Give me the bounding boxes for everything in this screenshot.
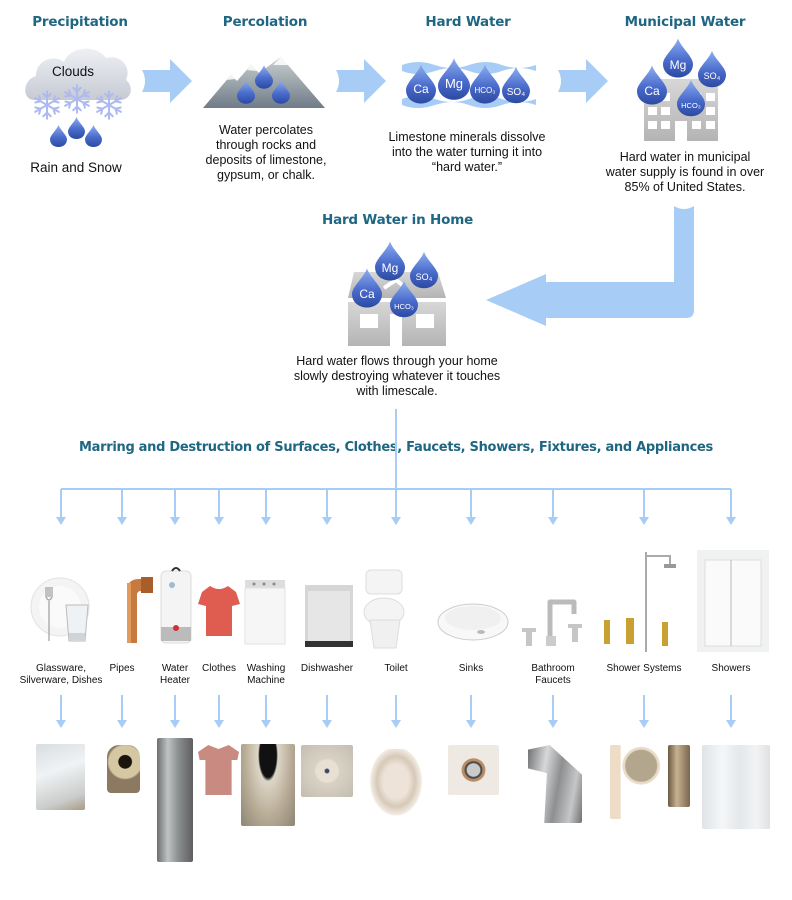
branch-arrow-head-icon <box>391 517 401 525</box>
branch-arrow-head-icon <box>261 517 271 525</box>
item-label: Sinks <box>458 663 484 674</box>
mineral-drop-mg: Mg <box>663 38 693 78</box>
item-label: Dishwasher <box>300 663 354 674</box>
cloud-rain-snow-icon <box>25 48 131 148</box>
clouds-label: Clouds <box>51 64 95 79</box>
mineral-label: SO₄ <box>507 87 526 98</box>
mineral-label: HCO₃ <box>474 86 495 95</box>
cloud-icon <box>25 48 131 100</box>
damage-arrow-head-icon <box>639 720 649 728</box>
svg-text:Mg: Mg <box>670 58 687 72</box>
branch-arrow-head-icon <box>466 517 476 525</box>
mineral-drop-hco3: HCO₃ <box>390 280 418 318</box>
elbow-arrow-icon <box>486 206 694 326</box>
damage-arrow-head-icon <box>726 720 736 728</box>
damage-arrow-head-icon <box>170 720 180 728</box>
damage-arrow-head-icon <box>117 720 127 728</box>
branch-arrow-head-icon <box>639 517 649 525</box>
branch-arrow-head-icon <box>56 517 66 525</box>
stage-title-hard-water-home: Hard Water in Home <box>321 212 474 228</box>
stage-title-hard-water: Hard Water <box>425 14 511 30</box>
mineral-drop-mg: Mg <box>438 58 470 100</box>
branch-arrow-head-icon <box>726 517 736 525</box>
mineral-drop-so4: SO₄ <box>410 251 438 289</box>
hard-water-caption: Limestone minerals dissolve into the wat… <box>388 130 546 174</box>
svg-text:Ca: Ca <box>644 84 660 98</box>
wave-icon <box>402 62 536 74</box>
mineral-drop-ca: Ca <box>406 64 436 104</box>
item-label: Pipes <box>109 663 135 674</box>
mineral-label: Mg <box>445 76 463 91</box>
svg-text:SO₄: SO₄ <box>704 71 721 81</box>
stage-title-precipitation: Precipitation <box>32 14 128 30</box>
damage-arrow-head-icon <box>466 720 476 728</box>
item-label: Clothes <box>202 663 236 674</box>
municipal-water-icon: Mg SO₄ Ca HCO₃ <box>637 38 726 141</box>
wave-icon <box>402 96 536 108</box>
item-label: Washing Machine <box>246 663 286 686</box>
damage-arrow-head-icon <box>214 720 224 728</box>
item-label: Showers <box>711 663 751 674</box>
mineral-drop-ca: Ca <box>352 268 382 308</box>
item-label: Water Heater <box>159 663 190 686</box>
item-label: Glassware, Silverware, Dishes <box>19 663 103 686</box>
stage-title-percolation: Percolation <box>222 14 308 30</box>
mineral-drop-mg: Mg <box>375 241 405 281</box>
svg-text:SO₄: SO₄ <box>416 272 433 282</box>
branch-arrow-head-icon <box>117 517 127 525</box>
mountain-icon <box>203 57 325 108</box>
mineral-label: Ca <box>413 82 429 96</box>
municipal-water-caption: Hard water in municipal water supply is … <box>605 150 765 194</box>
branch-arrow-head-icon <box>548 517 558 525</box>
mineral-drop-ca: Ca <box>637 65 667 105</box>
precipitation-caption: Rain and Snow <box>30 160 122 175</box>
mineral-drop-so4: SO₄ <box>698 50 726 88</box>
percolation-caption: Water percolates through rocks and depos… <box>205 123 327 182</box>
svg-text:HCO₃: HCO₃ <box>681 101 701 110</box>
svg-text:Mg: Mg <box>382 261 399 275</box>
branch-arrow-head-icon <box>322 517 332 525</box>
branch-arrow-head-icon <box>170 517 180 525</box>
mineral-drop-hco3: HCO₃ <box>677 79 705 117</box>
mineral-drop-hco3: HCO₃ <box>470 64 500 104</box>
svg-text:Ca: Ca <box>359 287 375 301</box>
hard-water-home-caption: Hard water flows through your home slowl… <box>293 354 501 398</box>
svg-text:HCO₃: HCO₃ <box>394 302 414 311</box>
hard-water-icon: Ca Mg HCO₃ SO₄ <box>402 58 536 108</box>
damage-arrow-head-icon <box>322 720 332 728</box>
item-label: Toilet <box>384 663 408 674</box>
home-icon: Mg SO₄ Ca HCO₃ <box>348 241 446 346</box>
damage-arrow-head-icon <box>56 720 66 728</box>
damage-arrow-head-icon <box>548 720 558 728</box>
item-label: Shower Systems <box>606 663 682 674</box>
damage-arrow-head-icon <box>261 720 271 728</box>
branch-arrow-head-icon <box>214 517 224 525</box>
damage-arrow-head-icon <box>391 720 401 728</box>
item-label: Bathroom Faucets <box>531 663 575 686</box>
stage-title-municipal-water: Municipal Water <box>624 14 746 30</box>
mineral-drop-so4: SO₄ <box>502 66 530 104</box>
